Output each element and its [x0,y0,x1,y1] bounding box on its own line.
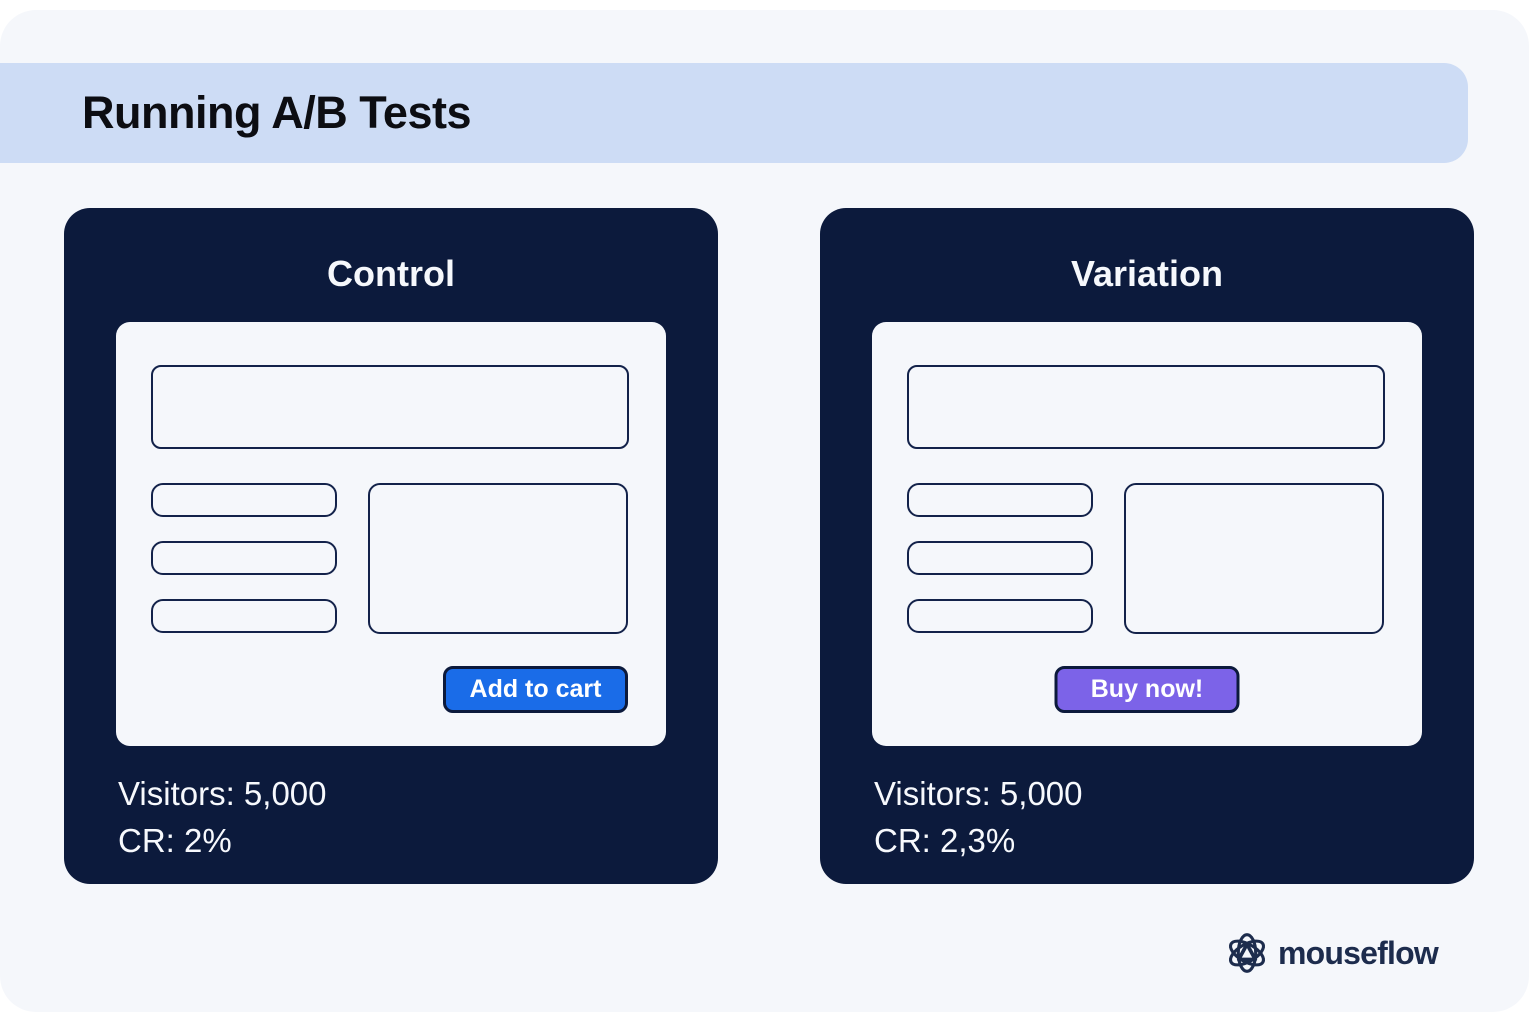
brand-footer: mouseflow [1225,931,1439,975]
mouseflow-atom-icon [1228,933,1266,973]
text-placeholder-box [907,599,1093,633]
title-banner: Running A/B Tests [0,63,1468,163]
add-to-cart-button[interactable]: Add to cart [443,666,628,713]
variation-conversion-rate: CR: 2,3% [874,822,1016,859]
hero-placeholder-box [151,365,629,449]
variation-visitors: Visitors: 5,000 [874,775,1083,812]
control-card: Control Add to cart Visitors: 5,000 CR: … [64,208,718,884]
control-visitors: Visitors: 5,000 [118,775,327,812]
variation-card: Variation Buy now! Visitors: 5,000 CR: 2… [820,208,1474,884]
text-placeholder-box [907,483,1093,517]
brand-wordmark: mouseflow [1278,934,1439,971]
buy-now-button[interactable]: Buy now! [1054,666,1240,713]
text-placeholder-box [907,541,1093,575]
variation-page-mockup: Buy now! [872,322,1422,746]
control-conversion-rate: CR: 2% [118,822,232,859]
text-placeholder-box [151,541,337,575]
page-title: Running A/B Tests [82,87,472,138]
text-placeholder-box [151,483,337,517]
control-card-title: Control [327,253,455,294]
control-stats: Visitors: 5,000 CR: 2% [118,770,327,864]
image-placeholder-box [368,483,628,634]
text-placeholder-box [151,599,337,633]
variation-card-title: Variation [1070,253,1224,294]
hero-placeholder-box [907,365,1385,449]
image-placeholder-box [1124,483,1384,634]
variation-stats: Visitors: 5,000 CR: 2,3% [874,770,1083,864]
control-page-mockup: Add to cart [116,322,666,746]
